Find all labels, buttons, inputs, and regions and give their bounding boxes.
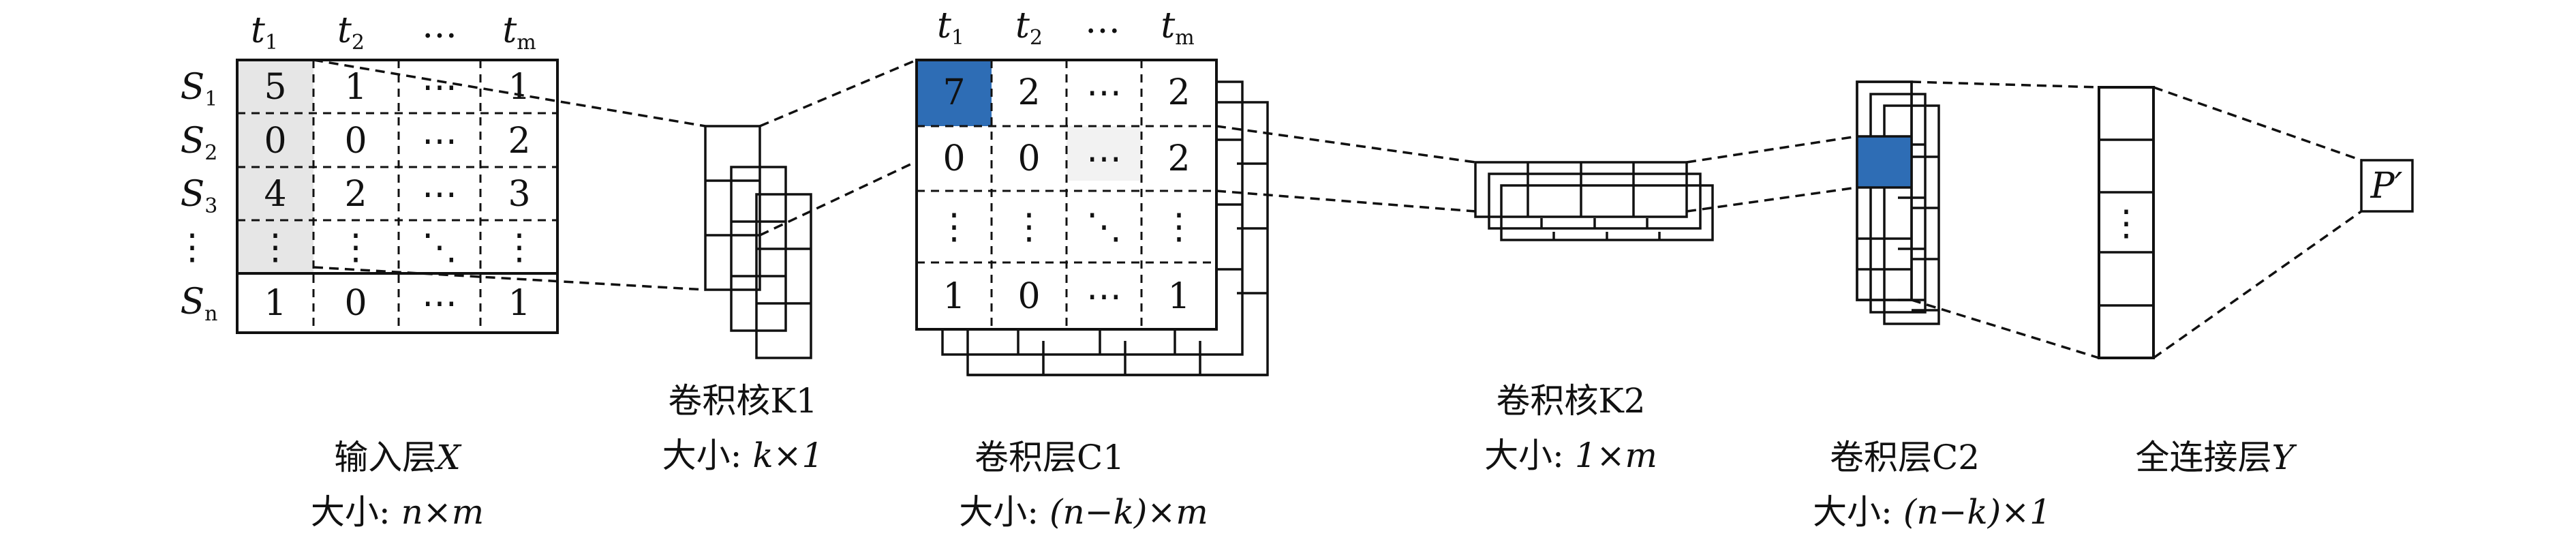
conv1-cell-r4c3: ⋯ [1086, 276, 1122, 317]
input-cell-r2c2: 0 [344, 121, 367, 162]
input-row-header-2: S2 [181, 121, 218, 165]
input-cell-r2c1: 0 [264, 121, 286, 162]
kernel-k2: 卷积核K2 大小: 1×m [1474, 161, 1714, 475]
input-cell-r1c2: 1 [344, 67, 367, 108]
conv1-cell-r4c2: 0 [1017, 276, 1040, 317]
conv-c2-name: 卷积层C2 [1830, 438, 1980, 477]
connector-kernel2-to-conv2 [1686, 135, 1858, 213]
kernel-k1: 卷积核K1 大小: k×1 [662, 125, 824, 475]
conv1-cell-r1c2: 2 [1017, 72, 1040, 113]
conv-c1-col-header-3: … [1085, 1, 1120, 42]
input-cell-r1c3: ⋯ [422, 67, 457, 108]
input-cell-r4c3: ⋱ [422, 227, 457, 268]
kernel-k2-stack-back [1488, 172, 1714, 241]
conv-c1-stack-back [941, 80, 1269, 376]
input-cell-r4c1: ⋮ [258, 227, 293, 268]
conv1-cell-r4c4: 1 [1167, 276, 1190, 317]
conv1-cell-r1c3: ⋯ [1086, 72, 1122, 113]
input-cell-r1c4: 1 [508, 67, 530, 108]
input-layer: t1 t2 … tm S1 S2 S3 ⋮ Sn 5 1 ⋯ 1 0 0 ⋯ 2 4 2 ⋯ 3 ⋮ ⋮ ⋱… [174, 5, 559, 532]
connector-conv2-to-fc [1911, 80, 2100, 359]
conv-c1-col-header-1: t1 [937, 5, 964, 50]
input-row-header-4: ⋮ [174, 227, 210, 268]
kernel-k1-size: 大小: k×1 [662, 436, 824, 475]
conv-c1-col-header-2: t2 [1015, 5, 1043, 50]
input-col-header-3: … [422, 5, 457, 46]
input-cell-r2c3: ⋯ [422, 121, 457, 162]
input-layer-name: 输入层X [334, 438, 462, 477]
conv-c2-highlight-cell [1857, 136, 1912, 187]
input-cell-r3c4: 3 [508, 174, 530, 215]
fc-mid-symbol: ⋮ [2109, 203, 2144, 244]
conv1-cell-r2c3: ⋯ [1086, 138, 1122, 179]
input-cell-r4c2: ⋮ [338, 227, 373, 268]
output-node: P′ [2360, 159, 2414, 213]
input-cell-r5c1: 1 [264, 283, 286, 324]
input-cell-r5c4: 1 [508, 283, 530, 324]
connector-conv1-to-kernel2 [1216, 125, 1476, 213]
input-grid [236, 59, 559, 334]
input-col-header-2: t2 [337, 10, 365, 55]
kernel-k2-name: 卷积核K2 [1496, 381, 1645, 421]
conv1-cell-r2c2: 0 [1017, 138, 1040, 179]
conv-c2-stack-back [1869, 93, 1940, 325]
input-row-header-1: S1 [181, 67, 218, 111]
input-cell-r5c2: 0 [344, 283, 367, 324]
output-label: P′ [2370, 166, 2403, 207]
connector-fc-to-output [2152, 86, 2363, 359]
input-cell-r3c3: ⋯ [422, 174, 457, 215]
input-col-header-1: t1 [251, 10, 278, 55]
input-cell-r3c1: 4 [264, 174, 286, 215]
input-cell-r1c1: 5 [264, 67, 286, 108]
conv1-cell-r2c1: 0 [942, 138, 965, 179]
input-cell-r2c4: 2 [508, 121, 530, 162]
input-cell-r3c2: 2 [344, 174, 367, 215]
kernel-k1-stack-back [730, 166, 812, 359]
input-layer-size: 大小: n×m [311, 492, 484, 532]
conv-c1-size: 大小: (n−k)×m [959, 492, 1208, 532]
conv1-cell-r1c4: 2 [1167, 72, 1190, 113]
conv1-cell-r3c1: ⋮ [936, 207, 972, 247]
fc-layer-name: 全连接层Y [2135, 438, 2297, 477]
conv-c1-name: 卷积层C1 [975, 438, 1124, 477]
conv1-cell-r3c4: ⋮ [1161, 207, 1197, 247]
connector-kernel1-to-conv1 [759, 59, 992, 237]
input-row-header-5: Sn [181, 282, 218, 326]
input-cell-r5c3: ⋯ [422, 283, 457, 324]
conv1-cell-r3c3: ⋱ [1086, 207, 1122, 247]
fc-layer: ⋮ 全连接层Y [2098, 86, 2297, 477]
conv-c1-grid [915, 59, 1218, 331]
conv-layer-c1: t1 t2 … tm 7 2 ⋯ 2 0 0 ⋯ 2 ⋮ ⋮ ⋱ ⋮ 1 0 ⋯ 1 卷积层C1 大小: (n… [915, 1, 1269, 532]
kernel-k1-front [704, 125, 761, 291]
conv-c1-light-cell [1067, 126, 1141, 181]
conv1-cell-r2c4: 2 [1167, 138, 1190, 179]
input-row-header-3: S3 [181, 174, 218, 218]
input-cells: 5 1 ⋯ 1 0 0 ⋯ 2 4 2 ⋯ 3 ⋮ ⋮ ⋱ ⋮ 1 0 ⋯ 1 [258, 67, 537, 324]
conv-c1-col-header-4: tm [1161, 5, 1194, 50]
conv-layer-c2: 卷积层C2 大小: (n−k)×1 [1813, 80, 2051, 532]
input-col-header-4: tm [502, 10, 536, 55]
input-cell-r4c4: ⋮ [502, 227, 537, 268]
conv1-cell-r1c1: 7 [942, 72, 965, 113]
connector-input-to-kernel1 [313, 59, 706, 291]
conv-c2-size: 大小: (n−k)×1 [1813, 492, 2051, 532]
conv1-cell-r4c1: 1 [942, 276, 965, 317]
conv-c1-highlight-cell [917, 60, 992, 126]
conv-c1-cells: 7 2 ⋯ 2 0 0 ⋯ 2 ⋮ ⋮ ⋱ ⋮ 1 0 ⋯ 1 [936, 72, 1197, 317]
kernel-k2-size: 大小: 1×m [1484, 436, 1657, 475]
conv1-cell-r3c2: ⋮ [1011, 207, 1047, 247]
kernel-k1-name: 卷积核K1 [668, 381, 817, 421]
